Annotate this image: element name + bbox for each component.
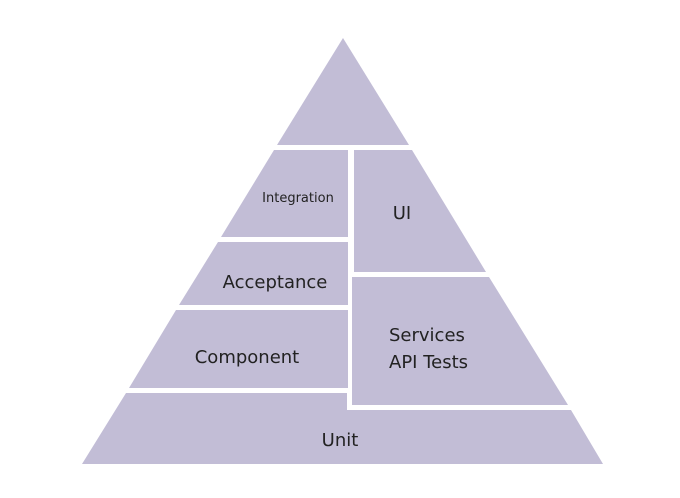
unit-segment <box>82 393 603 464</box>
pyramid-top-segment <box>277 38 409 145</box>
acceptance-segment <box>179 242 348 305</box>
services-segment <box>352 277 568 405</box>
integration-segment <box>221 150 348 237</box>
component-segment <box>129 310 348 388</box>
ui-segment <box>354 150 486 272</box>
api-tests-label: API Tests <box>389 352 468 373</box>
component-label: Component <box>195 347 300 368</box>
integration-label: Integration <box>262 191 334 206</box>
ui-label: UI <box>393 203 411 224</box>
services-label: Services <box>389 325 465 346</box>
unit-label: Unit <box>322 430 359 451</box>
acceptance-label: Acceptance <box>223 272 328 293</box>
